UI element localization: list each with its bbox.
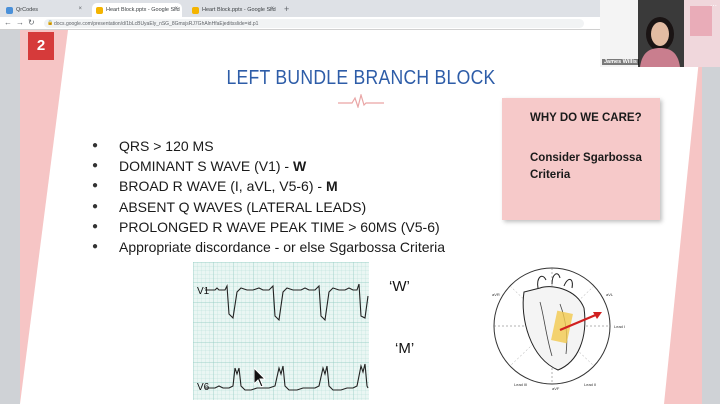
tab-label: QrCodes — [16, 7, 39, 13]
tab-label: Heart Block.pptx - Google Slid — [202, 7, 276, 13]
svg-text:aVL: aVL — [606, 292, 614, 297]
tab-qrcodes[interactable]: QrCodes × — [2, 3, 86, 17]
video-participant-tile[interactable]: ⋯ James Willis — [600, 0, 720, 67]
svg-text:aVR: aVR — [492, 292, 500, 297]
v6-trace — [205, 363, 369, 391]
slide-title: LEFT BUNDLE BRANCH BLOCK — [226, 67, 496, 89]
v6-lead-label: V6 — [197, 382, 210, 393]
lock-icon: 🔒 — [47, 20, 54, 26]
new-tab-button[interactable]: + — [284, 4, 290, 14]
slide: 2 LEFT BUNDLE BRANCH BLOCK QRS > 120 MS … — [20, 30, 702, 404]
why-do-we-care-callout: WHY DO WE CARE? Consider Sgarbossa Crite… — [502, 98, 660, 220]
participant-name: James Willis — [602, 59, 639, 65]
right-pink-stripe — [664, 30, 702, 404]
callout-text: Consider Sgarbossa Criteria — [530, 152, 642, 181]
v1-lead-label: V1 — [197, 286, 210, 297]
mouse-cursor-icon — [253, 367, 267, 388]
tab-label: Heart Block.pptx - Google Slid — [106, 7, 180, 13]
back-button[interactable]: ← — [4, 18, 12, 27]
favicon-icon — [6, 7, 13, 14]
tab-heart-block-active[interactable]: Heart Block.pptx - Google Slid × — [92, 3, 182, 17]
bullet-item: PROLONGED R WAVE PEAK TIME > 60MS (V5-6) — [92, 217, 445, 237]
bullet-item: Appropriate discordance - or else Sgarbo… — [92, 237, 445, 257]
browser-tab-bar: QrCodes × Heart Block.pptx - Google Slid… — [0, 0, 720, 17]
callout-heading: WHY DO WE CARE? — [530, 112, 642, 124]
forward-button[interactable]: → — [16, 18, 24, 27]
svg-text:Lead II: Lead II — [584, 382, 596, 387]
slide-number-badge: 2 — [28, 32, 54, 60]
close-tab-icon[interactable]: × — [270, 6, 274, 12]
slides-favicon-icon — [192, 7, 199, 14]
bullet-item: QRS > 120 MS — [92, 136, 445, 156]
svg-text:Lead III: Lead III — [514, 382, 527, 387]
close-tab-icon[interactable]: × — [174, 6, 178, 12]
ecg-graph: V1 V6 — [193, 262, 369, 400]
bullet-item: BROAD R WAVE (I, aVL, V5-6) - M — [92, 176, 445, 196]
bullet-item: DOMINANT S WAVE (V1) - W — [92, 156, 445, 176]
left-pink-stripe — [20, 30, 68, 404]
w-label: ‘W’ — [389, 278, 410, 295]
heartbeat-divider-icon — [338, 94, 384, 108]
bullet-list: QRS > 120 MS DOMINANT S WAVE (V1) - W BR… — [92, 136, 445, 257]
close-tab-icon[interactable]: × — [78, 6, 82, 12]
svg-text:Lead I: Lead I — [614, 324, 625, 329]
reload-button[interactable]: ↻ — [28, 18, 35, 27]
slides-favicon-icon — [96, 7, 103, 14]
m-label: ‘M’ — [395, 340, 415, 357]
heart-axis-diagram: aVR aVL Lead I Lead III aVF Lead II — [492, 267, 625, 391]
more-options-icon[interactable]: ⋯ — [710, 3, 717, 10]
tab-heart-block[interactable]: Heart Block.pptx - Google Slid × — [188, 3, 278, 17]
participant-video-feed — [600, 0, 720, 67]
browser-toolbar: ← → ↻ 🔒 docs.google.com/presentation/d/1… — [0, 17, 720, 30]
v1-trace — [205, 283, 369, 322]
bullet-item: ABSENT Q WAVES (LATERAL LEADS) — [92, 197, 445, 217]
svg-text:aVF: aVF — [552, 386, 560, 391]
address-bar[interactable]: 🔒 docs.google.com/presentation/d/1bLcBUy… — [44, 19, 584, 28]
url-text: docs.google.com/presentation/d/1bLcBUyaE… — [54, 21, 259, 27]
ecg-strip: V1 V6 ‘W’ ‘M’ — [193, 262, 427, 400]
